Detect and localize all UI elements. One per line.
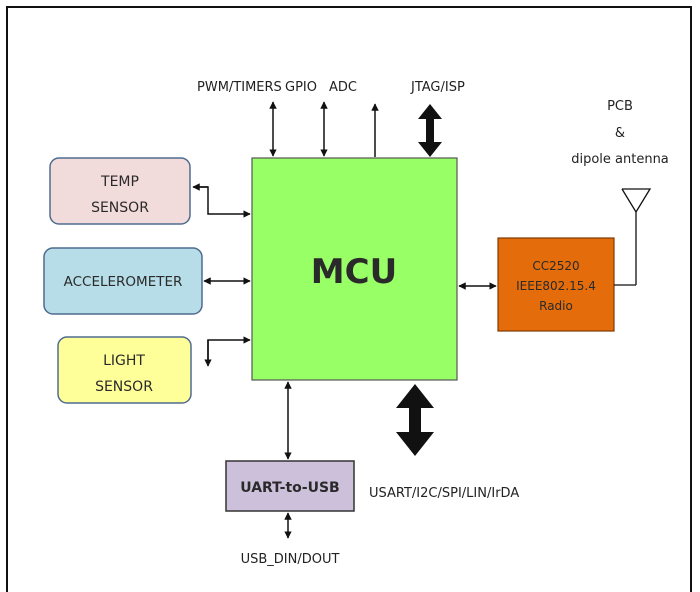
mcu-label: MCU	[311, 252, 397, 292]
light-sensor-block	[57, 336, 192, 404]
temp-sensor-connector	[192, 183, 251, 218]
radio-block	[497, 237, 615, 332]
radio-label-line2: IEEE802.15.4	[516, 279, 596, 293]
usb-din-dout-label: USB_DIN/DOUT	[241, 552, 340, 567]
gpio-label: GPIO	[285, 80, 317, 95]
temp-sensor-label-line1: TEMP	[100, 174, 139, 190]
radio-label-line1: CC2520	[532, 259, 579, 273]
antenna-label-line2: &	[615, 126, 625, 141]
temp-sensor-label-line2: SENSOR	[91, 200, 149, 216]
light-sensor-label-line2: SENSOR	[95, 379, 153, 395]
jtag-isp-label: JTAG/ISP	[410, 80, 465, 95]
uart-usb-block	[225, 460, 355, 512]
usart-label: USART/I2C/SPI/LIN/IrDA	[369, 486, 519, 501]
diagram-frame	[6, 6, 692, 592]
adc-label: ADC	[329, 80, 357, 95]
light-sensor-connector	[204, 336, 251, 367]
accelerometer-block	[43, 247, 203, 315]
uart-usb-label: UART-to-USB	[240, 480, 339, 496]
pwm-timers-label: PWM/TIMERS	[197, 80, 282, 95]
temp-sensor-block	[49, 157, 191, 225]
radio-label-line3: Radio	[539, 299, 573, 313]
usart-bus-arrow	[396, 384, 434, 456]
mcu-block	[251, 157, 458, 381]
accelerometer-label: ACCELEROMETER	[64, 274, 183, 290]
antenna-icon	[614, 188, 652, 286]
jtag-isp-arrow	[418, 104, 442, 157]
antenna-label-line1: PCB	[607, 99, 633, 114]
antenna-label-line3: dipole antenna	[571, 152, 669, 167]
light-sensor-label-line1: LIGHT	[103, 353, 145, 369]
